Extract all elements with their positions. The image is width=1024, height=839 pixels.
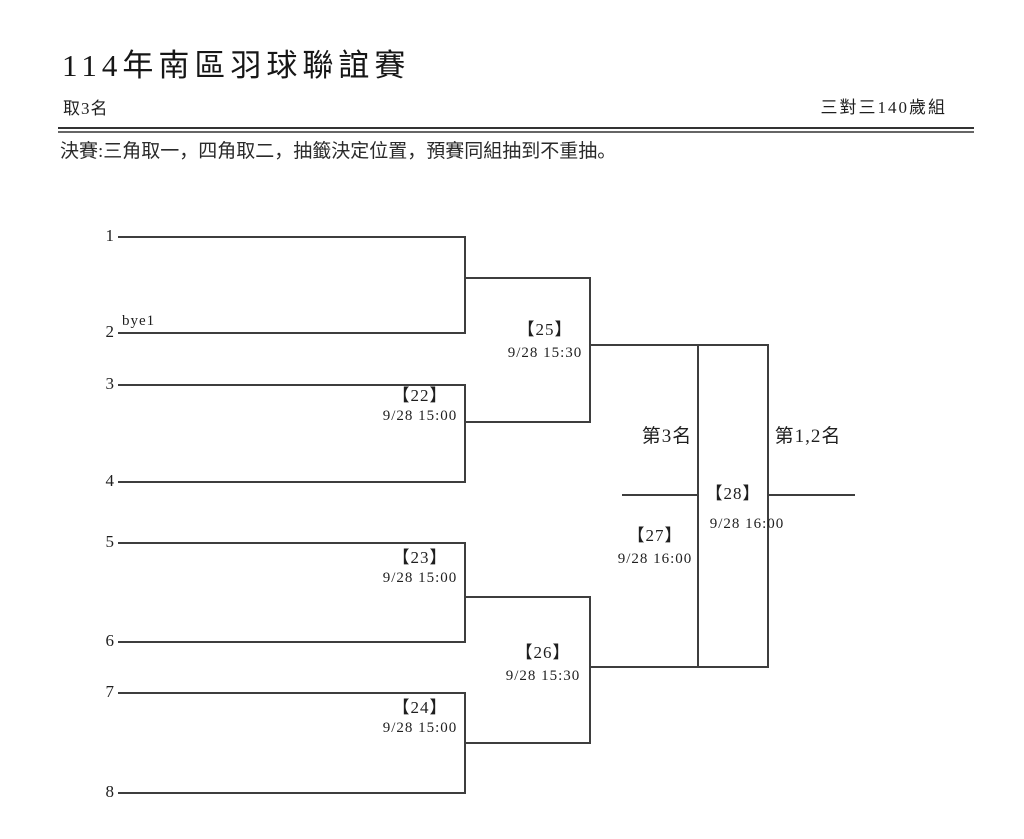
- team-6-line: [118, 641, 464, 643]
- match-24-id: 【24】: [392, 698, 448, 717]
- team-2-seed: 2: [105, 322, 115, 341]
- match-22-vertical: [464, 384, 466, 483]
- match-26-winner-line: [589, 666, 769, 668]
- match-26-time: 9/28 15:30: [505, 668, 581, 684]
- final-rules-note: 決賽:三角取一，四角取二，抽籤決定位置，預賽同組抽到不重抽。: [60, 141, 617, 162]
- team-8-seed: 8: [105, 782, 115, 801]
- match-27-id: 【27】: [627, 526, 683, 545]
- match-25-time: 9/28 15:30: [507, 345, 583, 361]
- match-25-vertical: [589, 277, 591, 423]
- page-title: 114年南區羽球聯誼賽: [62, 48, 411, 83]
- group-label: 三對三140歲組: [820, 98, 947, 117]
- match-26: 【26】 9/28 15:30: [483, 643, 603, 685]
- match-23-vertical: [464, 542, 466, 643]
- team-3-line: [118, 384, 464, 386]
- match-23-id: 【23】: [392, 548, 448, 567]
- match-28-time: 9/28 16:00: [709, 516, 785, 532]
- team-3-seed: 3: [105, 374, 115, 393]
- match-22: 【22】 9/28 15:00: [360, 386, 480, 425]
- match-23-time: 9/28 15:00: [382, 570, 458, 586]
- match-22-winner-line: [464, 421, 591, 423]
- header-rule: [58, 127, 974, 133]
- team-4-line: [118, 481, 464, 483]
- match-23-winner-line: [464, 596, 591, 598]
- match-27-vertical: [697, 344, 699, 668]
- match-22-time: 9/28 15:00: [382, 408, 458, 424]
- match-26-id: 【26】: [515, 643, 571, 662]
- match-25-winner-line: [589, 344, 769, 346]
- team-4-seed: 4: [105, 471, 115, 490]
- match-28-id: 【28】: [705, 484, 761, 503]
- team-7-line: [118, 692, 464, 694]
- pair-1-2-winner-line: [464, 277, 591, 279]
- match-24-winner-line: [464, 742, 591, 744]
- team-8-line: [118, 792, 464, 794]
- qualifier-note: 取3名: [63, 99, 109, 118]
- match-24-time: 9/28 15:00: [382, 720, 458, 736]
- pair-1-2-vertical: [464, 236, 466, 334]
- champion-line: [767, 494, 855, 496]
- third-place-line: [622, 494, 699, 496]
- team-1-seed: 1: [105, 226, 115, 245]
- bye-note: bye1: [122, 313, 156, 329]
- team-2-line: [118, 332, 464, 334]
- third-place-label: 第3名: [641, 426, 693, 447]
- team-7-seed: 7: [105, 682, 115, 701]
- team-1-line: [118, 236, 464, 238]
- match-27: 【27】 9/28 16:00: [595, 526, 715, 568]
- match-27-time: 9/28 16:00: [617, 551, 693, 567]
- match-26-vertical: [589, 596, 591, 744]
- match-25: 【25】 9/28 15:30: [485, 320, 605, 362]
- match-28-vertical: [767, 344, 769, 668]
- match-25-id: 【25】: [517, 320, 573, 339]
- match-24: 【24】 9/28 15:00: [360, 698, 480, 737]
- team-5-line: [118, 542, 464, 544]
- match-23: 【23】 9/28 15:00: [360, 548, 480, 587]
- team-5-seed: 5: [105, 532, 115, 551]
- team-6-seed: 6: [105, 631, 115, 650]
- match-22-id: 【22】: [392, 386, 448, 405]
- first-second-place-label: 第1,2名: [774, 426, 842, 447]
